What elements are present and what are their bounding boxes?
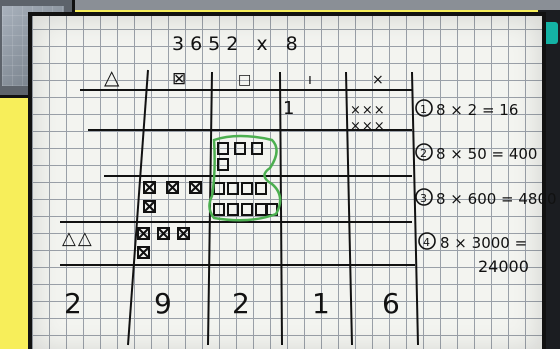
square-mark xyxy=(218,143,228,154)
crossed-box xyxy=(144,182,155,193)
crossed-box xyxy=(158,228,169,239)
square-mark xyxy=(256,204,266,215)
step-2-equation: 8 × 50 = 400 xyxy=(436,145,537,163)
crossed-box xyxy=(167,182,178,193)
header-thousands: △ xyxy=(104,65,120,89)
square-mark xyxy=(235,143,245,154)
step-4-number: 4 xyxy=(423,236,430,249)
tens-squares xyxy=(214,143,277,215)
crossed-box xyxy=(144,201,155,212)
step-3: 3 8 × 600 = 4800 xyxy=(416,189,557,208)
step-3-equation: 8 × 600 = 4800 xyxy=(436,190,557,208)
step-1: 1 8 × 2 = 16 xyxy=(416,100,518,119)
step-1-equation: 8 × 2 = 16 xyxy=(436,101,518,119)
cell-ones-value: 1 xyxy=(283,98,294,119)
header-multiply: × xyxy=(372,72,384,88)
crossed-box xyxy=(178,228,189,239)
crossed-box xyxy=(138,247,149,258)
col-line-3 xyxy=(280,72,282,345)
square-mark xyxy=(218,159,228,170)
square-mark xyxy=(252,143,262,154)
square-mark xyxy=(242,204,252,215)
step-2: 2 8 × 50 = 400 xyxy=(416,144,537,163)
square-mark xyxy=(228,204,238,215)
answer-digit-1: 2 xyxy=(64,287,82,320)
answer-digit-5: 6 xyxy=(382,287,400,320)
crossed-box xyxy=(190,182,201,193)
square-mark xyxy=(228,183,238,194)
square-mark xyxy=(214,183,224,194)
step-4-equation: 8 × 3000 = xyxy=(440,234,527,252)
answer-digit-3: 2 xyxy=(232,287,250,320)
header-ones: ı xyxy=(308,72,312,88)
square-mark xyxy=(242,183,252,194)
crossed-box xyxy=(138,228,149,239)
square-mark xyxy=(214,204,224,215)
step-2-number: 2 xyxy=(420,147,427,160)
header-hundreds: ⊠ xyxy=(172,69,186,89)
header-tens: □ xyxy=(238,72,251,88)
step-list: 1 8 × 2 = 16 2 8 × 50 = 400 3 8 × 600 = … xyxy=(416,100,557,276)
step-1-number: 1 xyxy=(420,103,427,116)
answer-digit-4: 1 xyxy=(312,287,330,320)
thousands-triangles: △△ xyxy=(62,228,94,249)
step-3-number: 3 xyxy=(420,192,427,205)
answer-digit-2: 9 xyxy=(154,287,172,320)
hundreds-boxes xyxy=(138,182,201,258)
problem-title: 3652 x 8 xyxy=(172,33,304,55)
tally-row-1: ××× xyxy=(350,103,386,118)
tally-row-2: ××× xyxy=(350,119,386,134)
step-4: 4 8 × 3000 = 24000 xyxy=(419,233,529,276)
step-4-result: 24000 xyxy=(478,257,529,276)
square-mark xyxy=(256,183,266,194)
